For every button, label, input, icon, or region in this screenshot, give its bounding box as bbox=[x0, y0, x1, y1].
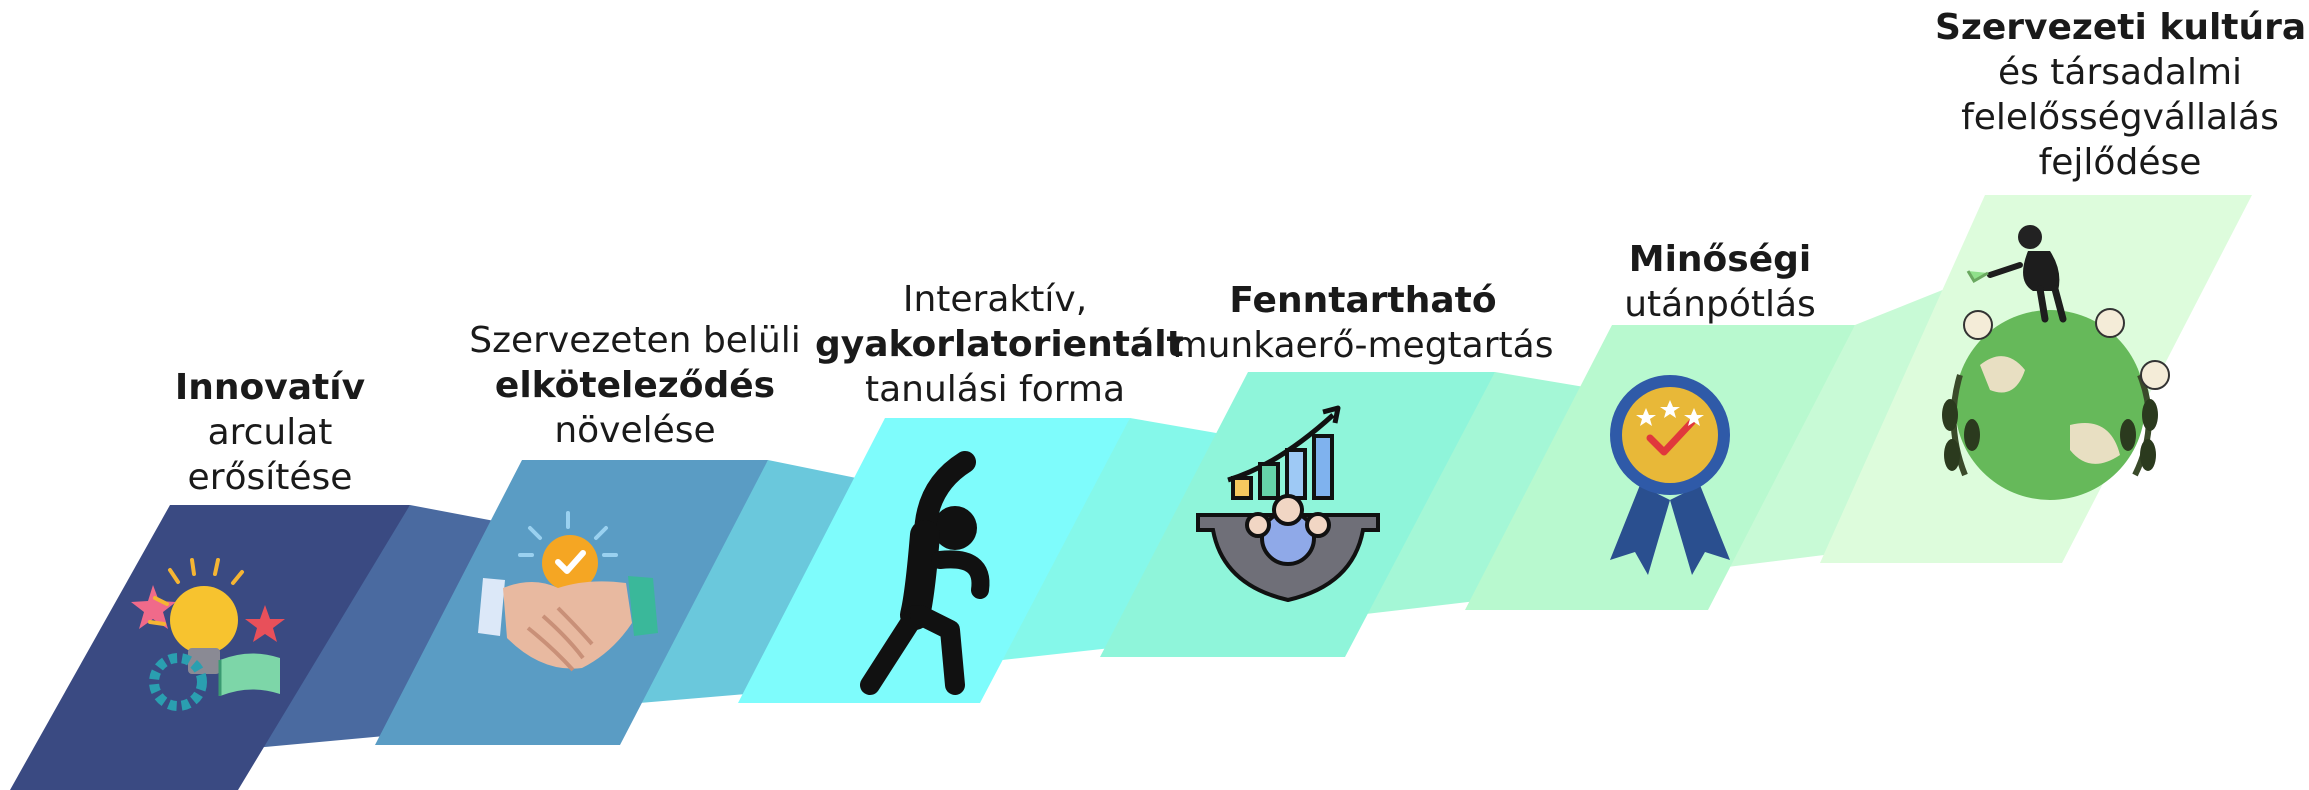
caption-line: felelősségvállalás bbox=[1961, 97, 2279, 138]
lightbulb-ideas-icon bbox=[131, 558, 285, 711]
caption-line: Fenntartható bbox=[1229, 280, 1497, 321]
caption-line: Szervezeten belüli bbox=[469, 320, 801, 361]
caption-line: fejlődése bbox=[2038, 142, 2202, 183]
step-1-caption: Innovatív arculat erősítése bbox=[120, 365, 420, 500]
quality-rosette-icon bbox=[1610, 375, 1730, 575]
caption-line: és társadalmi bbox=[1997, 52, 2243, 93]
caption-line: Interaktív, bbox=[902, 279, 1088, 320]
caption-line: utánpótlás bbox=[1624, 284, 1816, 325]
connector-band-1 bbox=[233, 505, 542, 750]
caption-line: Minőségi bbox=[1628, 239, 1812, 280]
caption-line: növelése bbox=[554, 410, 716, 451]
caption-line: gyakorlatorientált bbox=[815, 324, 1184, 365]
caption-line: tanulási forma bbox=[864, 369, 1126, 410]
stretching-person-icon bbox=[860, 451, 990, 695]
team-growth-gear-icon bbox=[1196, 405, 1380, 603]
step-5-caption: Minőségi utánpótlás bbox=[1570, 237, 1870, 327]
caption-line: elköteleződés bbox=[494, 365, 776, 406]
caption-line: munkaerő-megtartás bbox=[1172, 325, 1554, 366]
step-3-caption: Interaktív, gyakorlatorientált tanulási … bbox=[815, 277, 1184, 412]
caption-line: erősítése bbox=[187, 457, 353, 498]
step-2-caption: Szervezeten belüli elköteleződés növelés… bbox=[460, 318, 810, 453]
step-6-caption: Szervezeti kultúra és társadalmi felelős… bbox=[1935, 5, 2307, 185]
step-4-caption: Fenntartható munkaerő-megtartás bbox=[1168, 278, 1558, 368]
handshake-check-icon bbox=[478, 511, 658, 672]
green-globe-icon bbox=[1942, 225, 2170, 500]
caption-line: Szervezeti kultúra bbox=[1935, 7, 2307, 48]
caption-line: arculat bbox=[207, 412, 333, 453]
caption-line: Innovatív bbox=[174, 367, 366, 408]
